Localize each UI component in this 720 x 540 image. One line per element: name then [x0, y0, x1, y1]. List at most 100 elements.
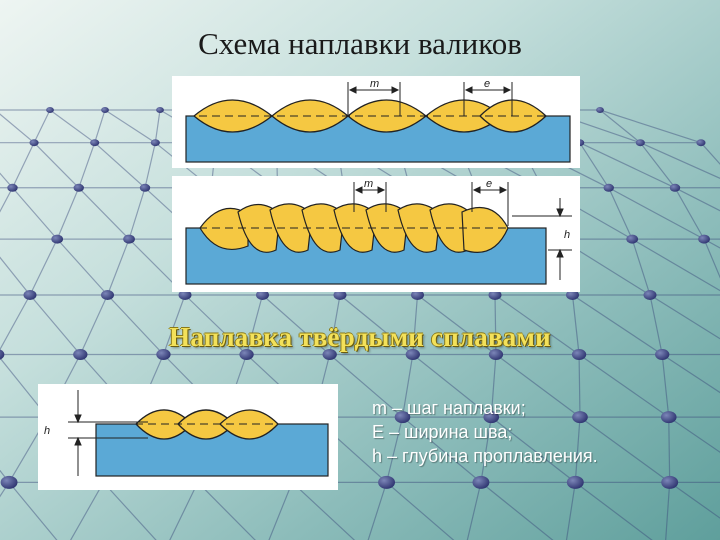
grid-line — [674, 187, 720, 212]
grid-node — [626, 234, 639, 244]
grid-line — [262, 294, 331, 355]
grid-line — [571, 294, 580, 355]
grid-line — [631, 238, 651, 296]
grid-line — [69, 482, 104, 540]
grid-line — [599, 109, 702, 144]
grid-line — [0, 469, 10, 483]
grid-line — [565, 482, 576, 540]
grid-line — [490, 354, 497, 418]
dimension-lines — [347, 82, 513, 116]
grid-line — [107, 294, 164, 355]
diagram-three-beads: h — [38, 384, 338, 490]
grid-node — [139, 183, 151, 192]
grid-node — [0, 475, 18, 489]
grid-line — [8, 481, 58, 540]
grid-node — [46, 107, 54, 113]
label-m: m — [364, 178, 373, 190]
grid-line — [574, 481, 653, 540]
grid-line — [579, 142, 610, 189]
grid-line — [669, 481, 720, 519]
grid-line — [0, 256, 31, 296]
grid-line — [154, 109, 161, 143]
grid-node — [23, 289, 37, 300]
grid-line — [94, 142, 146, 189]
grid-line — [665, 482, 671, 540]
grid-line — [0, 482, 10, 498]
grid-line — [94, 109, 106, 143]
grid-line — [578, 354, 670, 418]
grid-line — [578, 354, 581, 418]
grid-line — [608, 187, 633, 240]
grid-line — [329, 294, 341, 355]
label-e: e — [484, 78, 490, 90]
grid-line — [169, 482, 199, 540]
grid-line — [29, 238, 58, 296]
diagram-wide-bead-spacing: m e — [172, 76, 580, 168]
grid-line — [401, 354, 414, 418]
grid-line — [574, 417, 581, 483]
grid-line — [649, 294, 663, 355]
grid-node — [156, 107, 164, 113]
grid-node — [239, 349, 254, 361]
grid-node — [571, 349, 587, 361]
grid-node — [488, 349, 504, 361]
grid-node — [566, 475, 584, 489]
label-h: h — [44, 425, 50, 437]
grid-node — [378, 475, 396, 489]
grid-node — [635, 139, 645, 147]
grid-line — [49, 109, 96, 144]
slide-title: Схема наплавки валиков — [198, 26, 522, 61]
grid-line — [104, 109, 156, 144]
grid-node — [7, 183, 18, 192]
grid-line — [639, 142, 676, 189]
grid-node — [101, 107, 109, 113]
grid-node — [566, 289, 579, 300]
grid-line — [490, 416, 576, 483]
grid-node — [90, 139, 100, 147]
weld-bead — [397, 203, 441, 253]
grid-line — [640, 142, 720, 179]
grid-node — [411, 289, 424, 300]
grid-line — [579, 142, 676, 189]
grid-line — [608, 187, 705, 240]
legend-item-e: E – ширина шва; — [372, 422, 513, 442]
grid-node — [150, 139, 160, 147]
grid-line — [631, 238, 720, 292]
grid-line — [162, 294, 186, 355]
grid-line — [674, 187, 705, 240]
grid-line — [412, 294, 419, 355]
label-e: e — [486, 178, 492, 190]
grid-line — [494, 294, 497, 355]
grid-node — [156, 349, 171, 361]
grid-node — [29, 139, 39, 147]
label-m: m — [370, 78, 379, 90]
grid-line — [480, 417, 492, 483]
grid-line — [661, 354, 720, 394]
legend: m – шаг наплавки; E – ширина шва; h – гл… — [372, 396, 598, 468]
grid-node — [123, 234, 135, 244]
grid-node — [256, 289, 269, 300]
grid-line — [339, 294, 414, 355]
grid-line — [367, 482, 388, 540]
grid-line — [245, 294, 264, 355]
grid-node — [669, 183, 681, 192]
grid-line — [668, 417, 671, 483]
grid-node — [698, 234, 710, 244]
grid-line — [0, 113, 35, 144]
grid-node — [405, 349, 420, 361]
grid-node — [488, 289, 502, 300]
grid-line — [495, 354, 581, 418]
grid-line — [329, 354, 403, 418]
grid-line — [572, 294, 663, 356]
grid-node — [394, 411, 411, 424]
grid-node — [660, 411, 677, 424]
dimension-lines — [353, 182, 572, 280]
grid-node — [472, 475, 490, 489]
grid-line — [79, 294, 109, 355]
grid-line — [700, 142, 720, 165]
grid-line — [33, 142, 80, 189]
weld-bead — [461, 207, 509, 253]
diagram-overlapping-beads: m e h — [172, 176, 580, 292]
grid-line — [78, 187, 130, 240]
grid-node — [73, 349, 88, 361]
